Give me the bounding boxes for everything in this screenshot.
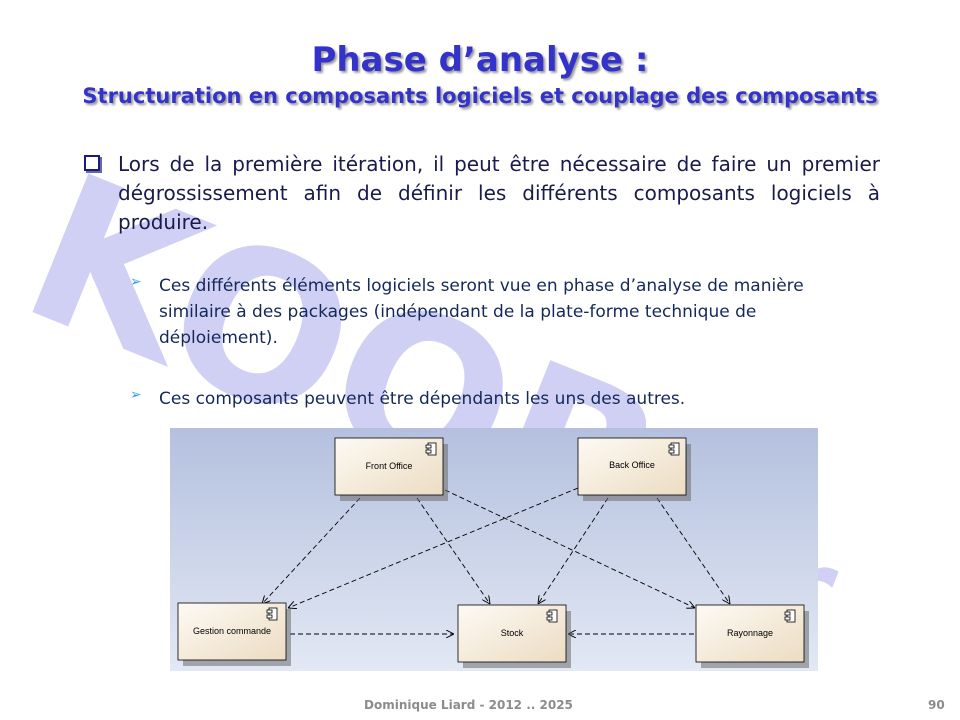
sub-bullet-1: ➢ Ces différents éléments logiciels sero… — [130, 273, 880, 351]
component-stock: Stock — [457, 604, 571, 668]
page-title: Phase d’analyse : — [311, 40, 649, 80]
component-diagram: Front Office Back Office Gestion command… — [170, 428, 818, 671]
component-rayonnage: Rayonnage — [695, 604, 809, 668]
arrow-bullet-icon: ➢ — [130, 387, 142, 403]
sub-bullet-1-text: Ces différents éléments logiciels seront… — [159, 276, 804, 348]
component-label-front-office: Front Office — [366, 461, 413, 471]
page-number: 90 — [928, 698, 945, 712]
main-bullet: Lors de la première itération, il peut ê… — [84, 150, 880, 237]
component-label-back-office: Back Office — [609, 460, 655, 470]
component-front-office: Front Office — [334, 437, 448, 501]
sub-bullet-2-text: Ces composants peuvent être dépendants l… — [159, 389, 686, 409]
dependency-back-office-gestion-commande — [288, 487, 579, 608]
dependency-back-office-rayonnage — [656, 497, 730, 604]
component-back-office: Back Office — [577, 437, 691, 501]
component-label-rayonnage: Rayonnage — [727, 628, 773, 638]
arrow-bullet-icon: ➢ — [130, 274, 142, 290]
component-label-gestion-commande: Gestion commande — [193, 626, 271, 636]
checkbox-bullet-icon — [84, 155, 100, 171]
page-subtitle: Structuration en composants logiciels et… — [82, 84, 878, 108]
component-gestion-commande: Gestion commande — [177, 602, 291, 666]
main-bullet-text: Lors de la première itération, il peut ê… — [118, 152, 880, 234]
dependency-front-office-stock — [416, 497, 490, 604]
dependency-front-office-gestion-commande — [262, 497, 361, 604]
dependency-back-office-stock — [538, 497, 609, 604]
dependency-front-office-rayonnage — [444, 489, 695, 608]
component-label-stock: Stock — [501, 628, 524, 638]
sub-bullet-2: ➢ Ces composants peuvent être dépendants… — [130, 386, 880, 412]
footer-author: Dominique Liard - 2012 .. 2025 — [364, 698, 573, 712]
